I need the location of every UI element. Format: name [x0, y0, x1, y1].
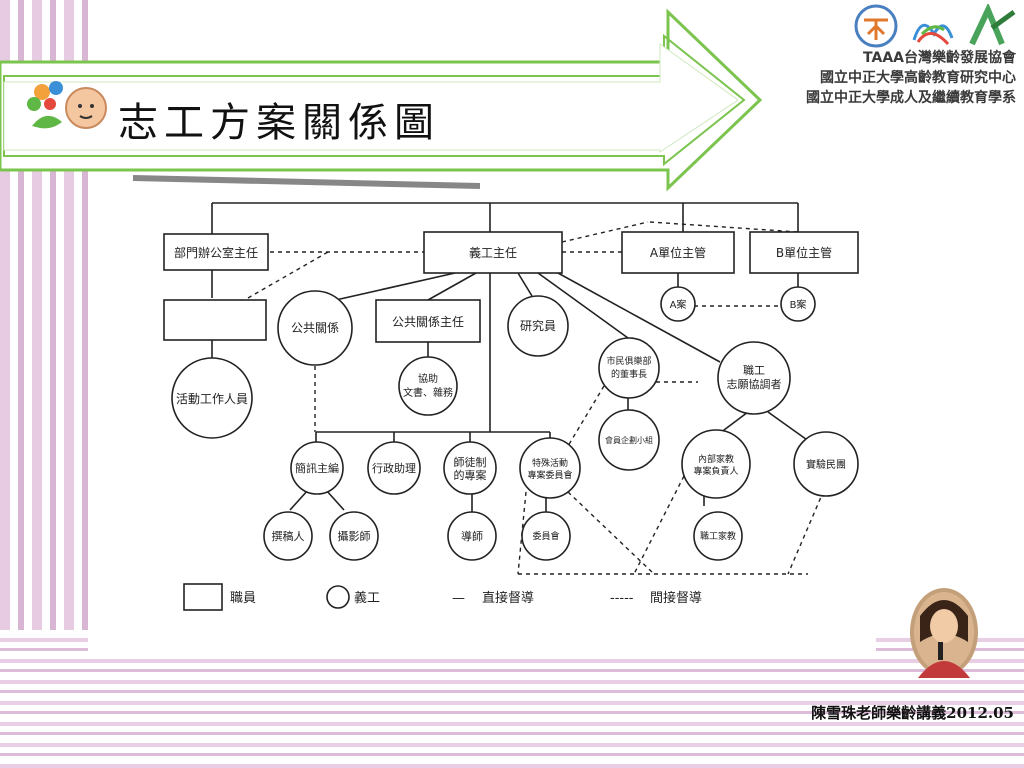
box-volunteer-head	[423, 231, 563, 274]
circle-writer	[263, 511, 313, 561]
legend-direct-mark: —	[452, 591, 465, 606]
legend-indirect-mark: -----	[610, 591, 634, 606]
legend-staff: 職員	[230, 591, 256, 606]
label-editor: 簡訊主編	[295, 461, 339, 475]
organization-names: TAAA台灣樂齡發展協會 國立中正大學高齡教育研究中心 國立中正大學成人及繼續教…	[806, 48, 1016, 108]
circle-editor	[290, 441, 344, 495]
label-member-group: 會員企劃小組	[605, 435, 653, 445]
label-photographer: 攝影師	[338, 529, 371, 543]
label-staff-tutor: 職工家教	[700, 530, 736, 542]
footer-caption: 陳雪珠老師樂齡講義2012.05	[811, 704, 1014, 722]
label-volunteer-head: 義工主任	[469, 245, 517, 260]
label-special-line2: 專案委員會	[527, 469, 572, 481]
label-committee: 委員會	[532, 530, 559, 542]
legend-circle-icon	[326, 585, 350, 609]
legend-box-icon	[183, 583, 223, 611]
label-inhouse-line1: 內部家教	[698, 453, 734, 465]
circle-activity-staff	[171, 357, 253, 439]
department-logo-icon	[969, 4, 1016, 46]
legend-volunteer: 義工	[354, 590, 380, 606]
flower-logo-icon	[27, 81, 107, 129]
label-case-a: A案	[670, 298, 687, 311]
label-unit-a: A單位主管	[650, 245, 706, 260]
circle-experimental	[793, 431, 859, 497]
circle-inhouse-tutor	[681, 429, 751, 499]
label-experimental: 實驗民團	[806, 458, 846, 471]
circle-pr	[277, 290, 353, 366]
diagram-legend: 職員 義工 — 直接督導 ----- 間接督導	[183, 583, 702, 611]
label-pr: 公共關係	[291, 321, 339, 335]
circle-assist	[398, 356, 458, 416]
circle-case-b	[780, 286, 816, 322]
label-case-b: B案	[790, 298, 807, 311]
circle-researcher	[507, 295, 569, 357]
page-title: 志工方案關係圖	[118, 100, 440, 146]
circle-case-a	[660, 286, 696, 322]
box-unit-a	[621, 231, 735, 274]
circle-member-group	[598, 409, 660, 471]
circle-coordinator	[717, 341, 791, 415]
label-special-line1: 特殊活動	[532, 457, 568, 469]
label-mentor: 導師	[461, 529, 483, 543]
partner-logos	[854, 4, 1016, 48]
legend-direct: 直接督導	[482, 590, 534, 606]
label-apprentice-line1: 師徒制	[454, 455, 487, 469]
circle-special-committee	[519, 437, 581, 499]
legend-indirect: 間接督導	[650, 590, 702, 606]
label-coord-line2: 志願協調者	[727, 377, 782, 391]
box-pr-head	[375, 299, 481, 343]
circle-club-chair	[598, 337, 660, 399]
label-unit-b: B單位主管	[776, 245, 832, 260]
org-line-3: 國立中正大學成人及繼續教育學系	[806, 90, 1016, 106]
label-pr-head: 公共關係主任	[392, 315, 464, 329]
box-unit-b	[749, 231, 859, 274]
org-diagram: 部門辦公室主任 義工主任 A單位主管 B單位主管 公共關係主任 A案 B案 公共…	[163, 202, 859, 611]
circle-admin-assist	[367, 441, 421, 495]
circle-committee	[521, 511, 571, 561]
institute-logo-icon	[912, 23, 954, 46]
circle-photographer	[329, 511, 379, 561]
label-activity-staff: 活動工作人員	[176, 392, 248, 406]
label-dept-office: 部門辦公室主任	[174, 245, 258, 260]
title-arrow-banner	[0, 8, 763, 192]
taaa-logo-icon	[854, 4, 898, 48]
circle-mentor	[447, 511, 497, 561]
label-writer: 撰稿人	[272, 529, 305, 543]
circle-staff-tutor	[693, 511, 743, 561]
box-dept-manager	[163, 299, 267, 341]
label-admin-assist: 行政助理	[372, 461, 416, 475]
label-assist-line2: 文書、雜務	[403, 386, 453, 399]
label-apprentice-line2: 的專案	[454, 468, 487, 482]
label-inhouse-line2: 專案負責人	[693, 465, 738, 477]
label-coord-line1: 職工	[743, 364, 765, 377]
box-dept-office	[163, 233, 269, 271]
label-club-line2: 的董事長	[611, 368, 647, 380]
org-line-1: TAAA台灣樂齡發展協會	[863, 50, 1016, 66]
speaker-photo	[910, 588, 978, 678]
label-assist-line1: 協助	[418, 372, 438, 385]
org-line-2: 國立中正大學高齡教育研究中心	[820, 70, 1016, 86]
circle-apprentice	[443, 441, 497, 495]
label-club-line1: 市民俱樂部	[606, 355, 651, 367]
label-researcher: 研究員	[520, 318, 556, 333]
